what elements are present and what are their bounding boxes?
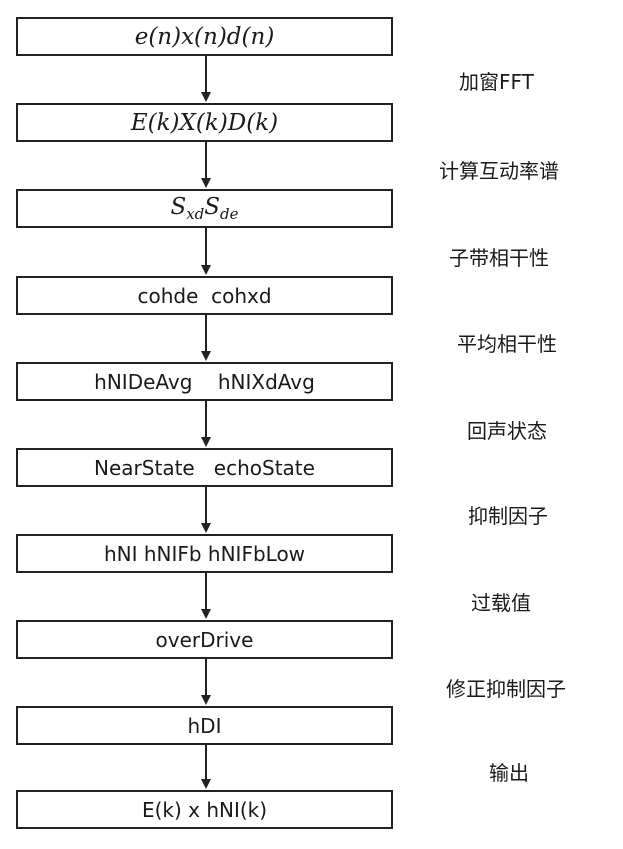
box-spectra: E(k)X(k)D(k) [16, 103, 393, 142]
arrow-head-3 [201, 265, 211, 275]
step-label-corrected-suppression: 修正抑制因子 [446, 677, 566, 701]
arrow-head-2 [201, 178, 211, 188]
box-state-text: NearState echoState [94, 455, 315, 480]
box-input-signals: e(n)x(n)d(n) [16, 17, 393, 56]
step-label-subband-coherence: 子带相干性 [449, 246, 549, 270]
step-label-echo-state: 回声状态 [467, 419, 547, 443]
sde-base: S [204, 194, 221, 220]
box-suppression-text: hNI hNIFb hNIFbLow [103, 541, 306, 566]
box-spectra-text: E(k)X(k)D(k) [130, 109, 279, 136]
box-state: NearState echoState [16, 448, 393, 487]
box-hdi: hDI [16, 706, 393, 745]
box-avg-coherence: hNIDeAvg hNIXdAvg [16, 362, 393, 401]
arrow-head-5 [201, 437, 211, 447]
step-label-average-coherence: 平均相干性 [457, 332, 557, 356]
box-overdrive-text: overDrive [155, 627, 254, 652]
arrow-head-9 [201, 779, 211, 789]
box-coherence: cohde cohxd [16, 276, 393, 315]
box-cross-spectra: SxdSde [16, 189, 393, 228]
box-input-signals-text: e(n)x(n)d(n) [134, 23, 275, 50]
step-label-suppression-factor: 抑制因子 [468, 504, 548, 528]
arrow-head-1 [201, 92, 211, 102]
box-coherence-text: cohde cohxd [137, 283, 272, 308]
arrow-head-4 [201, 351, 211, 361]
box-output: E(k) x hNI(k) [16, 790, 393, 829]
arrow-head-7 [201, 609, 211, 619]
step-label-output: 输出 [489, 761, 529, 785]
box-avg-coherence-text: hNIDeAvg hNIXdAvg [94, 369, 315, 394]
box-cross-spectra-text: SxdSde [170, 194, 238, 223]
arrow-head-6 [201, 523, 211, 533]
step-label-cross-spectrum: 计算互动率谱 [439, 159, 559, 183]
box-suppression: hNI hNIFb hNIFbLow [16, 534, 393, 573]
box-hdi-text: hDI [187, 713, 222, 738]
box-overdrive: overDrive [16, 620, 393, 659]
sxd-base: S [170, 194, 187, 220]
sde-sub: de [220, 205, 239, 223]
step-label-overdrive: 过载值 [471, 591, 531, 615]
box-output-text: E(k) x hNI(k) [141, 797, 268, 822]
sxd-sub: xd [186, 205, 205, 223]
arrow-head-8 [201, 695, 211, 705]
step-label-windowed-fft: 加窗FFT [459, 70, 534, 94]
